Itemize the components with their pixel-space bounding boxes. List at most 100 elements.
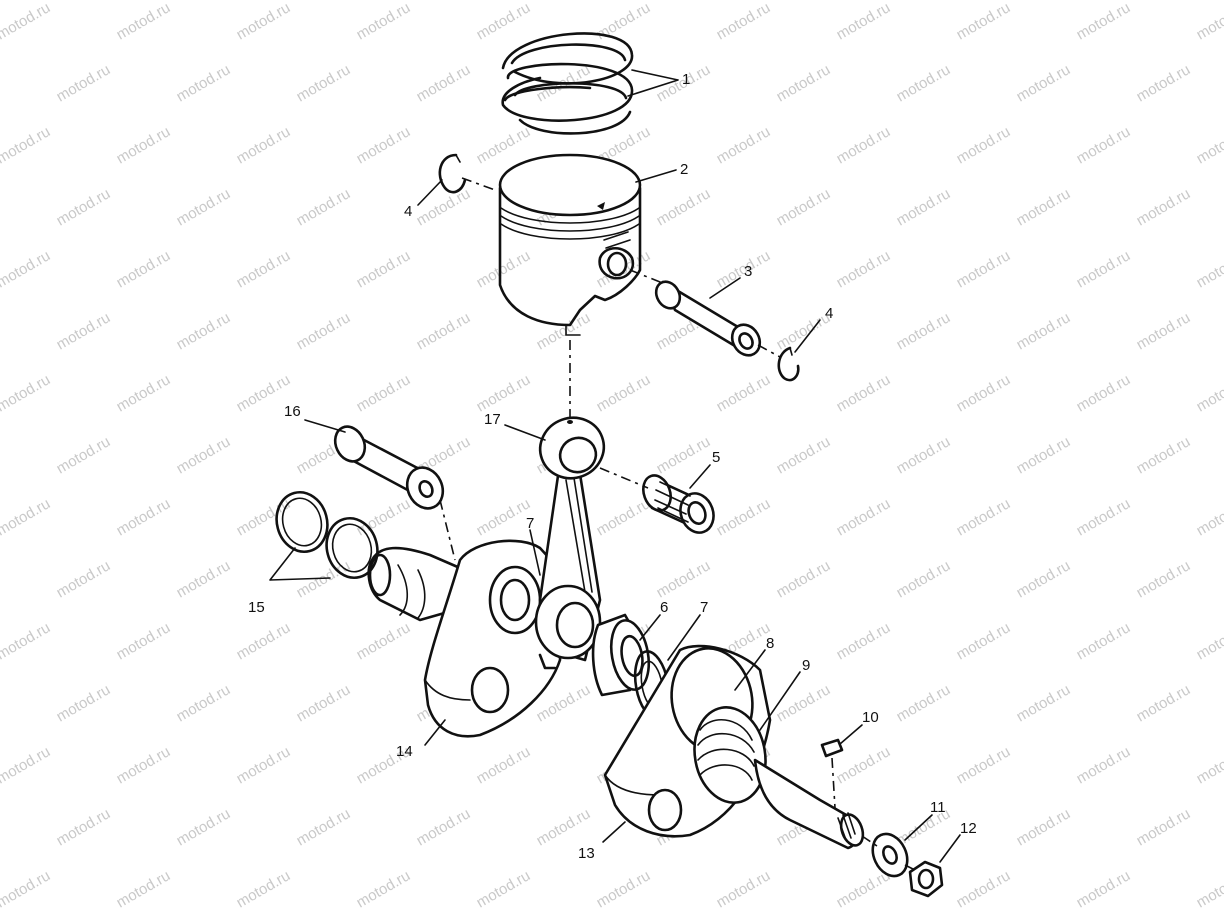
watermark-text: motod.ru bbox=[234, 495, 294, 539]
watermark-text: motod.ru bbox=[714, 495, 774, 539]
watermark-text: motod.ru bbox=[594, 0, 654, 43]
watermark-text: motod.ru bbox=[894, 557, 954, 601]
watermark-text: motod.ru bbox=[354, 0, 414, 43]
crankshaft-half-left bbox=[367, 539, 562, 738]
watermark-text: motod.ru bbox=[354, 123, 414, 167]
watermark-text: motod.ru bbox=[294, 185, 354, 229]
washer-and-nut bbox=[871, 832, 944, 898]
watermark-text: motod.ru bbox=[414, 185, 474, 229]
watermark-text: motod.ru bbox=[234, 0, 294, 43]
callout-17: 17 bbox=[484, 411, 501, 428]
callout-6: 6 bbox=[660, 599, 668, 616]
callout-5: 5 bbox=[712, 449, 720, 466]
watermark-text: motod.ru bbox=[114, 0, 174, 43]
watermark-text: motod.ru bbox=[294, 805, 354, 849]
watermark-text: motod.ru bbox=[294, 681, 354, 725]
callout-4-left: 4 bbox=[404, 203, 412, 220]
watermark-text: motod.ru bbox=[894, 309, 954, 353]
watermark-text: motod.ru bbox=[894, 681, 954, 725]
watermark-text: motod.ru bbox=[1194, 867, 1224, 911]
callout-2: 2 bbox=[680, 161, 688, 178]
watermark-text: motod.ru bbox=[54, 185, 114, 229]
main-bearing-and-washers bbox=[591, 613, 671, 720]
callout-7-right: 7 bbox=[700, 599, 708, 616]
watermark-text: motod.ru bbox=[354, 371, 414, 415]
leader-lines bbox=[269, 69, 961, 863]
watermark-text: motod.ru bbox=[834, 619, 894, 663]
callout-3: 3 bbox=[744, 263, 752, 280]
watermark-text: motod.ru bbox=[234, 743, 294, 787]
watermark-text: motod.ru bbox=[414, 309, 474, 353]
watermark-text: motod.ru bbox=[1194, 247, 1224, 291]
watermark-text: motod.ru bbox=[174, 309, 234, 353]
seal-rings bbox=[275, 491, 379, 579]
watermark-text: motod.ru bbox=[234, 123, 294, 167]
watermark-text: motod.ru bbox=[534, 805, 594, 849]
watermark-text: motod.ru bbox=[774, 61, 834, 105]
watermark-text: motod.ru bbox=[534, 309, 594, 353]
watermark-text: motod.ru bbox=[954, 123, 1014, 167]
callout-7-left: 7 bbox=[526, 515, 534, 532]
crankshaft-half-right bbox=[603, 644, 865, 850]
watermark-text: motod.ru bbox=[1194, 371, 1224, 415]
watermark-text: motod.ru bbox=[1134, 185, 1194, 229]
watermark-text: motod.ru bbox=[714, 123, 774, 167]
watermark-text: motod.ru bbox=[0, 495, 53, 539]
watermark-text: motod.ru bbox=[714, 0, 774, 43]
watermark-text: motod.ru bbox=[174, 805, 234, 849]
watermark-text: motod.ru bbox=[414, 805, 474, 849]
piston-pin bbox=[654, 280, 762, 357]
piston-rings bbox=[501, 32, 634, 135]
callout-16: 16 bbox=[284, 403, 301, 420]
watermark-text: motod.ru bbox=[114, 743, 174, 787]
watermark-text: motod.ru bbox=[234, 867, 294, 911]
assembly-center-lines bbox=[439, 177, 916, 871]
watermark-text: motod.ru bbox=[474, 123, 534, 167]
watermark-text: motod.ru bbox=[1134, 433, 1194, 477]
watermark-text: motod.ru bbox=[0, 123, 53, 167]
watermark-text: motod.ru bbox=[1194, 0, 1224, 43]
watermark-text: motod.ru bbox=[294, 61, 354, 105]
watermark-text: motod.ru bbox=[1134, 681, 1194, 725]
callout-14: 14 bbox=[396, 743, 413, 760]
callout-11: 11 bbox=[930, 799, 946, 816]
callout-10: 10 bbox=[862, 709, 879, 726]
watermark-text: motod.ru bbox=[54, 433, 114, 477]
watermark-text: motod.ru bbox=[114, 123, 174, 167]
watermark-text: motod.ru bbox=[1074, 247, 1134, 291]
watermark-text: motod.ru bbox=[54, 309, 114, 353]
watermark-text: motod.ru bbox=[114, 495, 174, 539]
circlips bbox=[438, 153, 800, 382]
callout-15: 15 bbox=[248, 599, 265, 616]
watermark-text: motod.ru bbox=[834, 495, 894, 539]
watermark-text: motod.ru bbox=[174, 433, 234, 477]
watermark-text: motod.ru bbox=[1074, 371, 1134, 415]
watermark-text: motod.ru bbox=[234, 619, 294, 663]
piston bbox=[498, 153, 642, 336]
watermark-text: motod.ru bbox=[234, 247, 294, 291]
watermark-text: motod.ru bbox=[654, 557, 714, 601]
watermark-text: motod.ru bbox=[714, 371, 774, 415]
watermark-text: motod.ru bbox=[414, 61, 474, 105]
needle-bearing bbox=[642, 474, 715, 534]
watermark-text: motod.ru bbox=[594, 867, 654, 911]
watermark-text: motod.ru bbox=[114, 247, 174, 291]
watermark-text: motod.ru bbox=[474, 0, 534, 43]
watermark-text: motod.ru bbox=[1194, 495, 1224, 539]
crank-pin bbox=[333, 425, 445, 510]
watermark-text: motod.ru bbox=[474, 743, 534, 787]
watermark-text: motod.ru bbox=[774, 185, 834, 229]
watermark-text: motod.ru bbox=[1194, 619, 1224, 663]
watermark-text: motod.ru bbox=[1014, 61, 1074, 105]
watermark-text: motod.ru bbox=[714, 867, 774, 911]
watermark-text: motod.ru bbox=[354, 619, 414, 663]
watermark-text: motod.ru bbox=[594, 371, 654, 415]
watermark-text: motod.ru bbox=[474, 867, 534, 911]
watermark-text: motod.ru bbox=[774, 433, 834, 477]
watermark-text: motod.ru bbox=[114, 619, 174, 663]
watermark-text: motod.ru bbox=[1074, 123, 1134, 167]
watermark-text: motod.ru bbox=[1014, 185, 1074, 229]
watermark-text: motod.ru bbox=[1134, 557, 1194, 601]
